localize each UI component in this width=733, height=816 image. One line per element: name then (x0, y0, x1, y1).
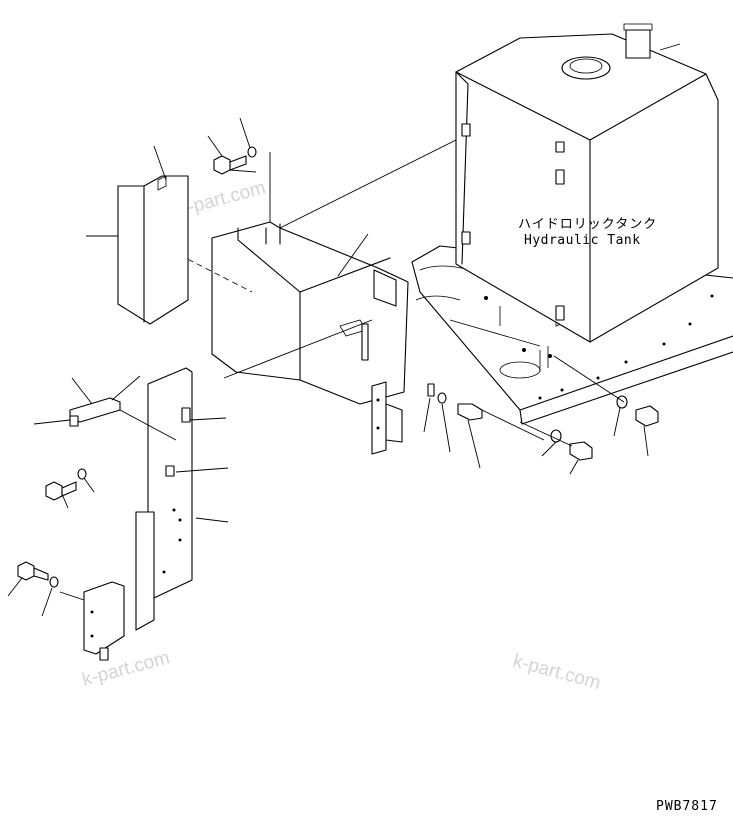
bolt (45, 481, 77, 501)
bolt (17, 561, 49, 581)
filler-cap (561, 56, 611, 80)
leader-lines (7, 117, 649, 617)
drawing-number: PWB7817 (656, 799, 718, 814)
cover-plate-upper (117, 175, 189, 325)
tank-label-en: Hydraulic Tank (524, 233, 641, 248)
bolt (457, 403, 483, 421)
watermark-text: k-part.com (80, 647, 172, 691)
watermark-text: k-part.com (511, 651, 603, 695)
watermark-text: k-part.com (176, 177, 268, 221)
bolt (213, 155, 247, 175)
breather (625, 29, 651, 59)
small-bracket (69, 397, 121, 427)
washer (77, 468, 87, 480)
washer (437, 392, 447, 404)
bolt (635, 405, 659, 427)
extension-lines (59, 139, 625, 601)
cover-plate-lower (83, 367, 193, 661)
bolt (569, 441, 593, 461)
washer (49, 576, 59, 588)
washer (247, 146, 257, 158)
hydraulic-tank: ハイドロリックタンク Hydraulic Tank (455, 23, 719, 343)
tank-label-jp: ハイドロリックタンク (518, 217, 657, 232)
washer (616, 395, 628, 409)
duct-cover (169, 221, 409, 405)
bracket (371, 381, 403, 455)
fasteners (17, 146, 659, 588)
spacer (427, 383, 435, 397)
